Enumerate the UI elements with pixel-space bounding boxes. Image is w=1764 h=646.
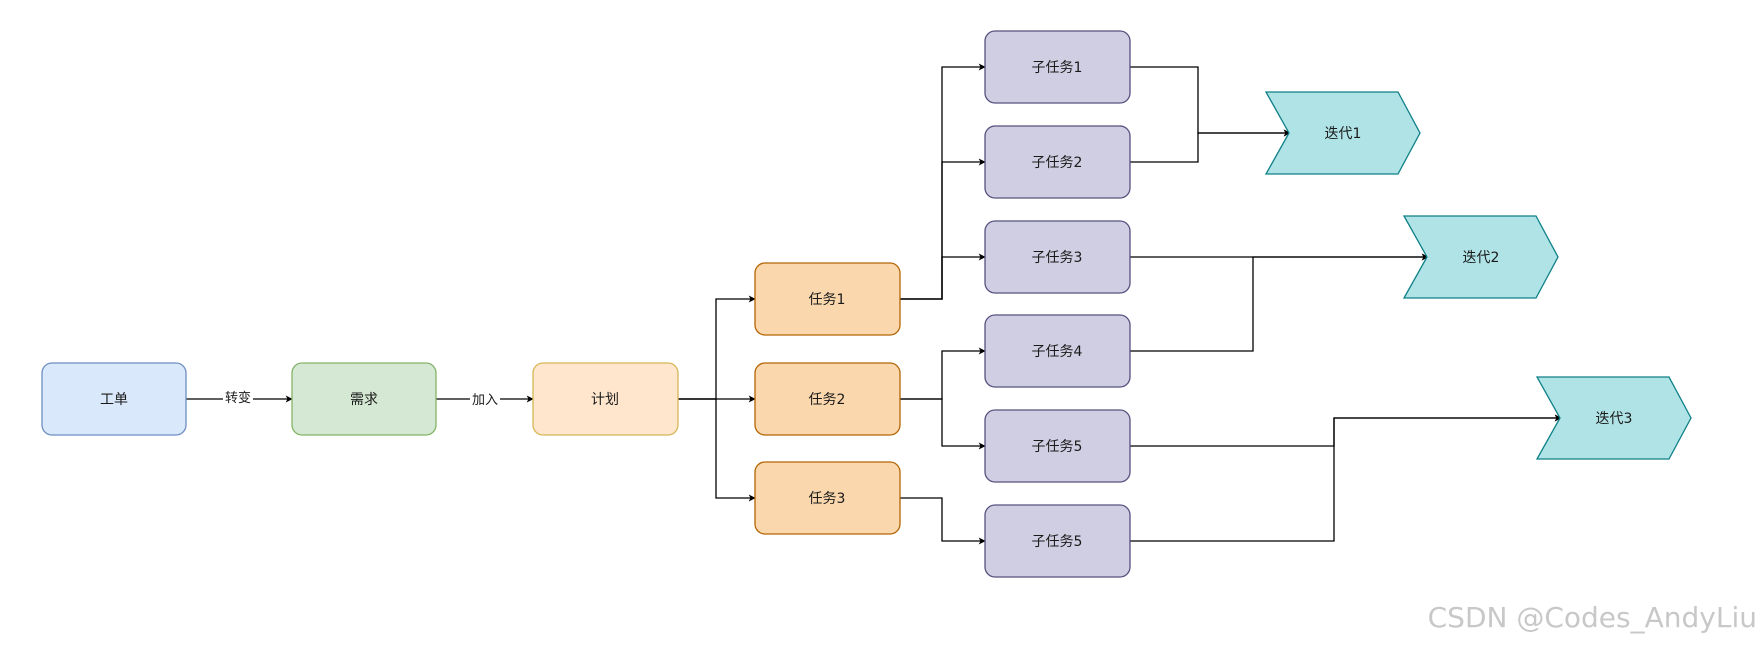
- node-subtask5a-box: [984, 409, 1131, 483]
- node-ticket-box: [41, 362, 187, 436]
- node-subtask2-label: 子任务2: [1032, 155, 1083, 171]
- node-subtask5b-label: 子任务5: [1032, 534, 1083, 550]
- edge-subtask2-to-iteration1: [1130, 129, 1291, 163]
- node-task1-label: 任务1: [809, 292, 846, 308]
- watermark-text: CSDN @Codes_AndyLiu: [1428, 601, 1757, 634]
- edge-label-bg: [223, 389, 253, 406]
- node-task1[interactable]: 任务1: [754, 262, 901, 336]
- node-subtask1[interactable]: 子任务1: [984, 30, 1131, 104]
- edge-label-bg: [470, 391, 500, 408]
- node-iteration3[interactable]: 迭代3: [1535, 376, 1692, 460]
- node-iteration2-shape: [1402, 215, 1559, 299]
- node-iteration3-shape: [1535, 376, 1692, 460]
- node-task1-box: [754, 262, 901, 336]
- node-subtask4-box: [984, 314, 1131, 388]
- node-subtask2-box: [984, 125, 1131, 199]
- node-ticket-label: 工单: [100, 392, 128, 408]
- node-iteration1[interactable]: 迭代1: [1264, 91, 1421, 175]
- edge-subtask1-to-iteration1: [1130, 66, 1291, 137]
- node-iteration1-shape: [1264, 91, 1421, 175]
- edge-label-ticket-to-requirement: 转变: [225, 390, 251, 406]
- node-subtask5a[interactable]: 子任务5: [984, 409, 1131, 483]
- edge-task1-to-subtask3: [900, 253, 986, 300]
- node-subtask5a-label: 子任务5: [1032, 439, 1083, 455]
- edge-subtask5a-to-iteration3: [1130, 414, 1562, 447]
- node-task2-box: [754, 362, 901, 436]
- nodes: 工单 需求 计划 任务1 任务2 任务3 子任务1: [41, 30, 1692, 578]
- node-subtask5b-box: [984, 504, 1131, 578]
- edge-task2-to-subtask4: [900, 347, 986, 400]
- node-task3-box: [754, 461, 901, 535]
- node-subtask5b[interactable]: 子任务5: [984, 504, 1131, 578]
- node-subtask4[interactable]: 子任务4: [984, 314, 1131, 388]
- node-requirement-box: [291, 362, 437, 436]
- node-plan[interactable]: 计划: [532, 362, 679, 436]
- node-ticket[interactable]: 工单: [41, 362, 187, 436]
- node-subtask3-label: 子任务3: [1032, 250, 1083, 266]
- edge-label-requirement-to-plan: 加入: [472, 393, 498, 408]
- node-task2-label: 任务2: [809, 392, 846, 408]
- node-task3-label: 任务3: [809, 491, 846, 507]
- edge-labels: 转变 加入: [223, 389, 500, 408]
- edge-subtask5b-to-iteration3: [1130, 414, 1562, 542]
- node-requirement[interactable]: 需求: [291, 362, 437, 436]
- node-task3[interactable]: 任务3: [754, 461, 901, 535]
- edge-subtask4-to-iteration2: [1130, 253, 1429, 352]
- node-iteration1-label: 迭代1: [1325, 126, 1362, 142]
- node-iteration3-label: 迭代3: [1596, 411, 1633, 427]
- node-subtask2[interactable]: 子任务2: [984, 125, 1131, 199]
- node-plan-box: [532, 362, 679, 436]
- edge-plan-to-task1: [678, 295, 756, 400]
- edges: [186, 63, 1562, 545]
- edge-task3-to-subtask5b: [900, 497, 986, 545]
- edge-plan-to-task3: [678, 398, 756, 502]
- node-subtask1-box: [984, 30, 1131, 104]
- node-iteration2-label: 迭代2: [1463, 250, 1500, 266]
- node-subtask3[interactable]: 子任务3: [984, 220, 1131, 294]
- node-subtask3-box: [984, 220, 1131, 294]
- node-iteration2[interactable]: 迭代2: [1402, 215, 1559, 299]
- node-plan-label: 计划: [591, 392, 619, 408]
- node-requirement-label: 需求: [350, 392, 378, 408]
- node-subtask4-label: 子任务4: [1032, 344, 1083, 360]
- edge-task2-to-subtask5a: [900, 398, 986, 450]
- node-task2[interactable]: 任务2: [754, 362, 901, 436]
- node-subtask1-label: 子任务1: [1032, 60, 1083, 76]
